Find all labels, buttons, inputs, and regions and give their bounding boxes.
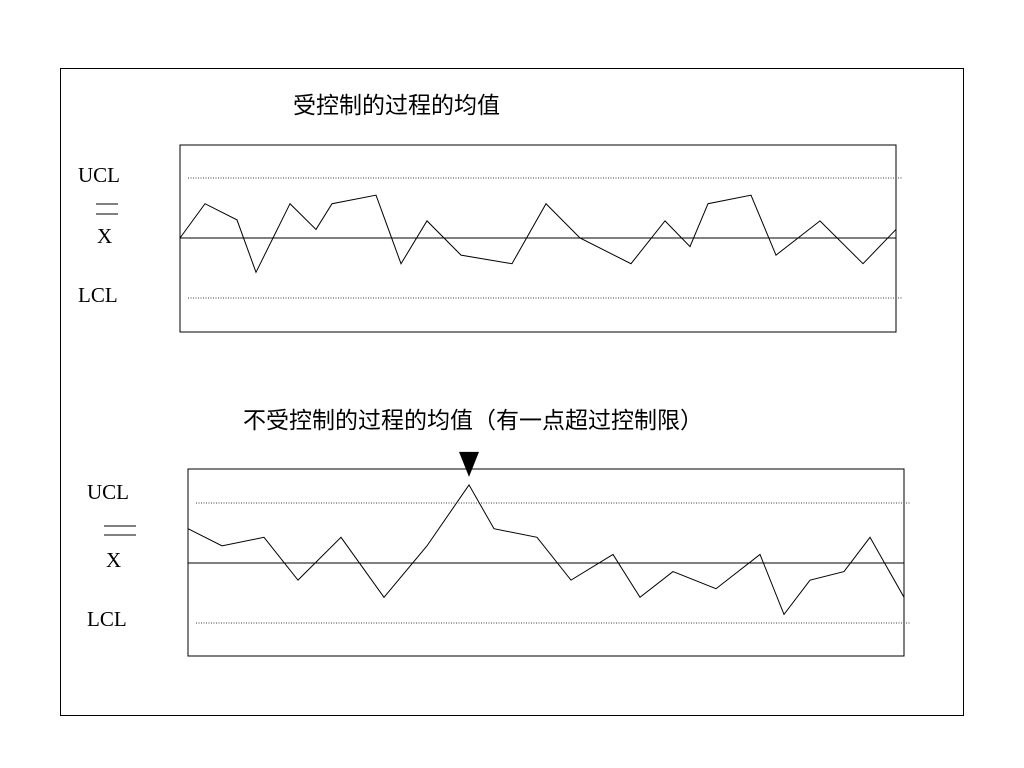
chart-2-lcl-label: LCL (87, 607, 127, 631)
figure-frame (60, 68, 964, 716)
chart-2-title: 不受控制的过程的均值（有一点超过控制限） (243, 408, 703, 434)
chart-1-title: 受控制的过程的均值 (293, 93, 500, 119)
chart-1-mean-label: X (97, 224, 113, 248)
chart-1-lcl-label: LCL (78, 283, 118, 307)
chart-2-out-of-control-marker (459, 451, 479, 477)
chart-1-ucl-label: UCL (78, 163, 120, 187)
chart-1-series-line (179, 194, 897, 274)
chart-2-mean-label: X (106, 548, 122, 572)
chart-2-ucl-label: UCL (87, 480, 129, 504)
chart-2-series-line (187, 483, 905, 616)
